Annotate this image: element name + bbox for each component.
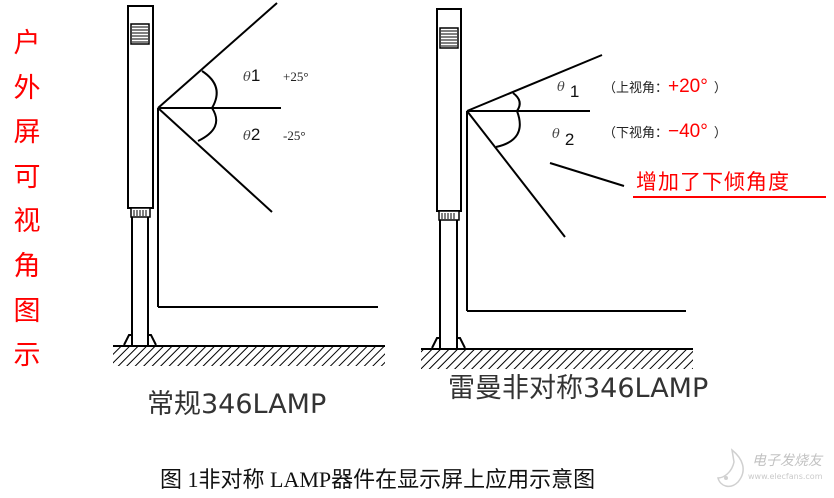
- right-vent-icon: [441, 30, 457, 47]
- left-theta2-value: -25°: [283, 128, 306, 143]
- side-title-char: 外: [13, 72, 41, 104]
- right-lamp-pole: [431, 8, 466, 349]
- side-title-char: 视: [13, 206, 41, 238]
- left-theta2-label: θ2: [243, 125, 261, 144]
- left-angle-lines: [157, 2, 378, 308]
- watermark-url: www.elecfans.com: [748, 472, 823, 481]
- right-ground-hatch: [421, 349, 693, 369]
- left-theta1-label: θ1: [243, 66, 261, 85]
- watermark: 电子发烧友 www.elecfans.com: [714, 448, 834, 494]
- right-connector-pins: [441, 213, 455, 219]
- right-theta1-label: θ 1: [557, 80, 580, 101]
- watermark-name: 电子发烧友: [752, 453, 822, 469]
- figure-caption: 图 1非对称 LAMP器件在显示屏上应用示意图: [160, 467, 596, 492]
- left-connector-pins: [133, 210, 147, 216]
- side-title-char: 示: [13, 340, 41, 372]
- side-title: 户 外 屏 可 视 角 图 示: [12, 22, 42, 379]
- right-angle-lines: [466, 54, 686, 312]
- left-diagram-caption: 常规346LAMP: [147, 389, 327, 420]
- side-title-char: 图: [13, 295, 41, 327]
- annotation-underline: [633, 196, 826, 198]
- left-lamp-pole: [123, 5, 157, 346]
- left-ground-hatch: [113, 346, 385, 366]
- side-title-char: 角: [13, 250, 41, 282]
- annotation-increased-downtilt: 增加了下倾角度: [636, 170, 790, 194]
- left-theta1-value: +25°: [283, 69, 309, 84]
- right-theta2-label: θ 2: [552, 127, 575, 149]
- right-theta1-desc: （上视角：+20°）: [603, 76, 727, 97]
- left-vent-icon: [132, 26, 148, 43]
- watermark-logo-icon: [717, 448, 744, 488]
- right-diagram-caption: 雷曼非对称346LAMP: [448, 373, 709, 404]
- side-title-char: 户: [13, 28, 41, 59]
- side-title-char: 可: [13, 161, 41, 193]
- right-theta2-desc: （下视角：−40°）: [603, 121, 727, 142]
- side-title-char: 屏: [13, 117, 41, 149]
